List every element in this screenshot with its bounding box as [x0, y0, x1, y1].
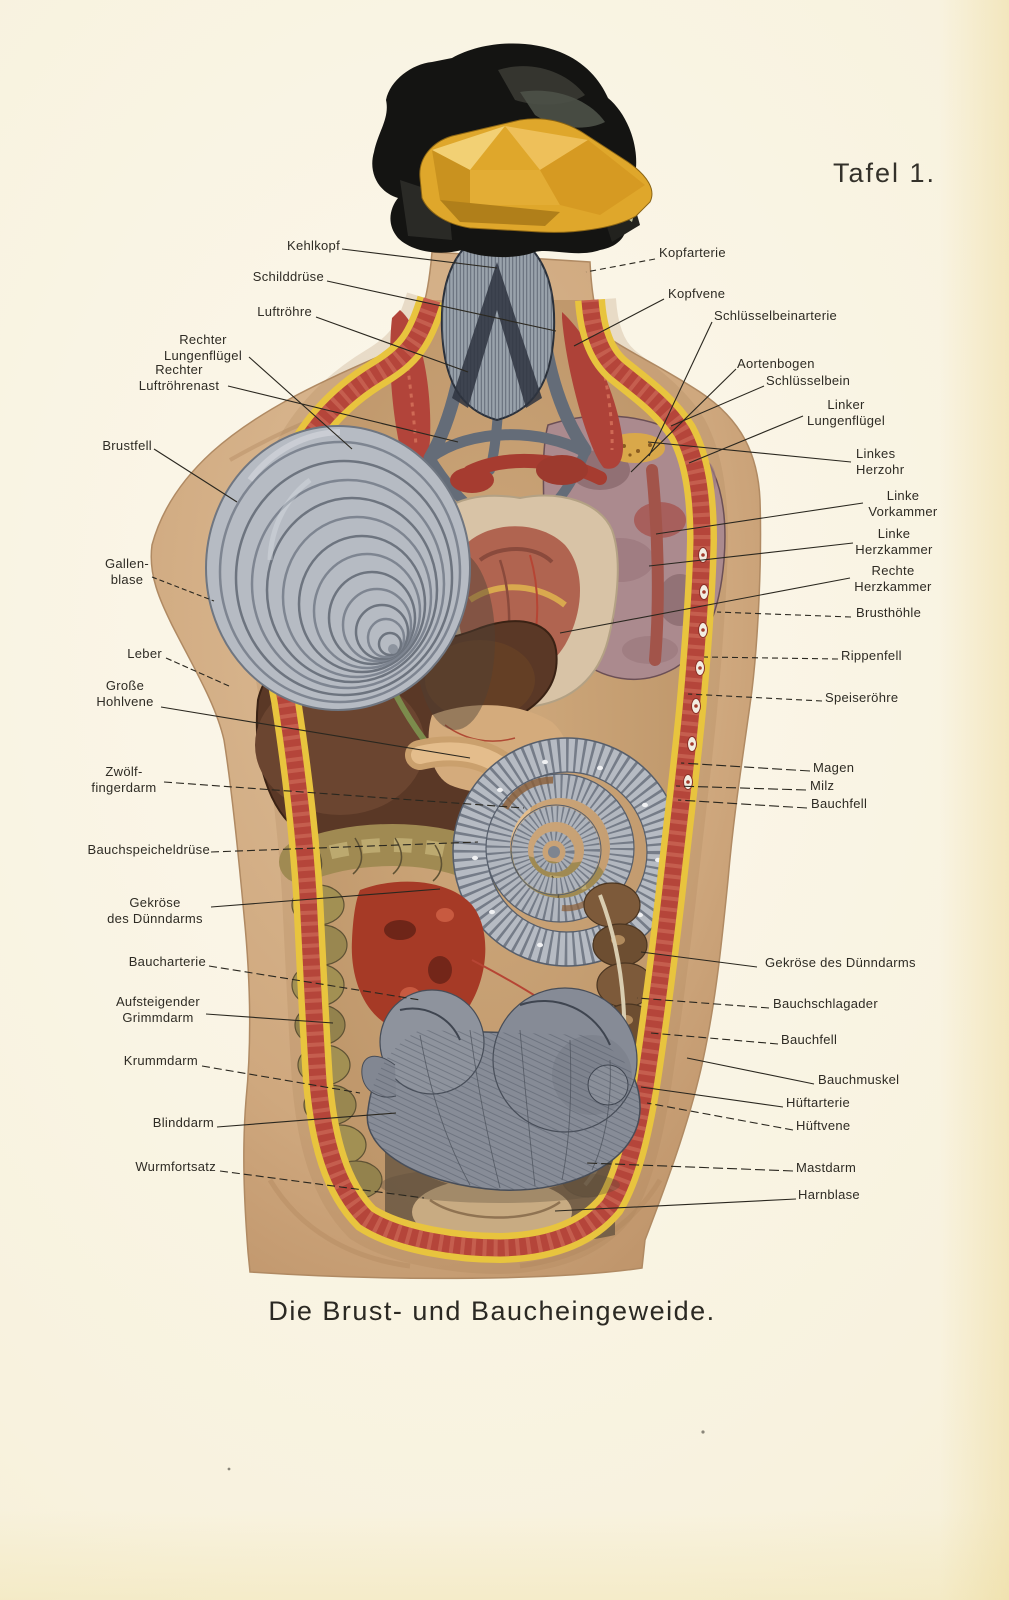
label-hueftvene: Hüftvene — [796, 1118, 851, 1133]
label-linke-vorkammer: Linke Vorkammer — [868, 488, 938, 519]
label-bauchspeicheldruese: Bauchspeicheldrüse — [87, 842, 210, 857]
label-bauchmuskel: Bauchmuskel — [818, 1072, 900, 1087]
label-kopfarterie: Kopfarterie — [659, 245, 726, 260]
ammonite-shell — [452, 737, 682, 967]
label-luftroehre: Luftröhre — [257, 304, 312, 319]
label-linkes-herzohr: Linkes Herzohr — [856, 446, 905, 477]
bladder — [412, 1178, 572, 1246]
label-kopfvene: Kopfvene — [668, 286, 726, 301]
label-gallenblase: Gallen- blase — [104, 556, 149, 587]
label-rechter-luftroehrenast: Rechter Luftröhrenast — [138, 362, 220, 393]
label-bauchschlagader: Bauchschlagader — [773, 996, 878, 1011]
label-schluesselbein: Schlüsselbein — [766, 373, 851, 388]
leader-lines — [151, 248, 864, 1212]
plate-title: Tafel 1. — [833, 158, 937, 188]
paper-speck — [227, 1467, 231, 1471]
plate-caption: Die Brust- und Baucheingeweide. — [268, 1296, 716, 1326]
label-aortenbogen: Aortenbogen — [737, 356, 815, 371]
label-rippenfell: Rippenfell — [841, 648, 902, 663]
label-rechter-lungenfluegel: Rechter Lungenflügel — [163, 332, 243, 363]
label-magen: Magen — [813, 760, 855, 775]
label-grosse-hohlvene: Große Hohlvene — [96, 678, 154, 709]
snail-shell — [361, 987, 641, 1203]
label-bauchfell-oben: Bauchfell — [811, 796, 868, 811]
lung-shell — [205, 425, 495, 730]
pelvic-region — [385, 1150, 615, 1247]
label-baucharterie: Baucharterie — [128, 954, 206, 969]
label-speiseroehre: Speiseröhre — [825, 690, 899, 705]
rib-ends — [683, 547, 709, 790]
label-linker-lungenfluegel: Linker Lungenflügel — [806, 397, 886, 428]
label-milz: Milz — [810, 778, 835, 793]
label-zwoelffingerdarm: Zwölf- fingerdarm — [91, 764, 157, 795]
label-brusthoehle: Brusthöhle — [856, 605, 922, 620]
amber-gem — [419, 118, 653, 233]
label-blinddarm: Blinddarm — [152, 1115, 214, 1130]
head-rock — [372, 43, 653, 258]
label-leber: Leber — [127, 646, 162, 661]
label-kehlkopf: Kehlkopf — [287, 238, 340, 253]
label-brustfell: Brustfell — [102, 438, 152, 453]
label-wurmfortsatz: Wurmfortsatz — [135, 1159, 216, 1174]
body-wall-bands — [273, 300, 709, 1248]
label-gekroese-des-duenndarms-links: Gekröse des Dünndarms — [107, 895, 203, 926]
label-harnblase: Harnblase — [798, 1187, 860, 1202]
label-bauchfell-unten: Bauchfell — [781, 1032, 838, 1047]
label-gekroese-des-duenndarms-rechts: Gekröse des Dünndarms — [765, 955, 916, 970]
label-mastdarm: Mastdarm — [796, 1160, 857, 1175]
label-aufsteigender-grimmdarm: Aufsteigender Grimmdarm — [115, 994, 201, 1025]
paper-speck — [701, 1430, 705, 1434]
label-krummdarm: Krummdarm — [123, 1053, 198, 1068]
label-linke-herzkammer: Linke Herzkammer — [855, 526, 933, 557]
label-hueftarterie: Hüftarterie — [786, 1095, 850, 1110]
label-schluesselbeinarterie: Schlüsselbeinarterie — [714, 308, 838, 323]
label-schilddruese: Schilddrüse — [252, 269, 324, 284]
label-rechte-herzkammer: Rechte Herzkammer — [854, 563, 932, 594]
